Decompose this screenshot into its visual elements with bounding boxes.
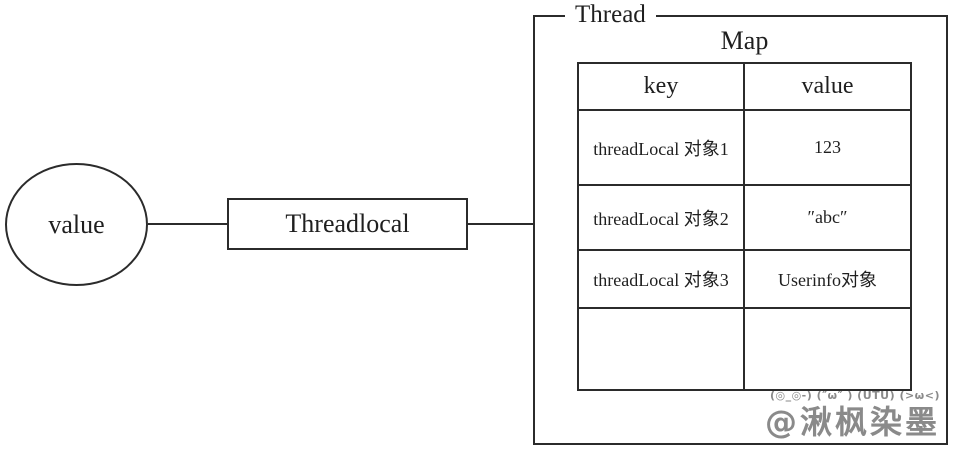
threadlocal-box: Threadlocal — [227, 198, 468, 250]
table-row4-value-cell — [745, 309, 910, 389]
table-header-key: key — [579, 64, 745, 111]
connector-value-to-threadlocal — [148, 223, 227, 225]
map-title: Map — [720, 26, 769, 55]
thread-box-label: Thread — [565, 0, 656, 30]
table-row4-key-cell — [579, 309, 745, 389]
threadlocal-box-label: Threadlocal — [285, 209, 410, 238]
table-row1-key-cell: threadLocal 对象1 — [579, 111, 745, 186]
watermark: (◎_◎-) (″ω″ ) (UTU) (>ω<) @湫枫染墨 — [765, 389, 940, 441]
table-row3-key-cell: threadLocal 对象3 — [579, 251, 745, 309]
table-header-value: value — [745, 64, 910, 111]
table-row2-value-cell: ″abc″ — [745, 186, 910, 251]
value-ellipse-label: value — [48, 209, 105, 239]
map-table: key value threadLocal 对象1 123 threadLoca… — [577, 62, 912, 391]
table-row1-value-cell: 123 — [745, 111, 910, 186]
value-ellipse: value — [5, 163, 148, 286]
watermark-signature: @湫枫染墨 — [764, 403, 940, 441]
table-row2-key-cell: threadLocal 对象2 — [579, 186, 745, 251]
table-row3-value-cell: Userinfo对象 — [745, 251, 910, 309]
connector-threadlocal-to-thread — [468, 223, 533, 225]
thread-box: Thread Map key value threadLocal 对象1 123… — [533, 0, 948, 445]
watermark-emoticons: (◎_◎-) (″ω″ ) (UTU) (>ω<) — [769, 389, 940, 402]
